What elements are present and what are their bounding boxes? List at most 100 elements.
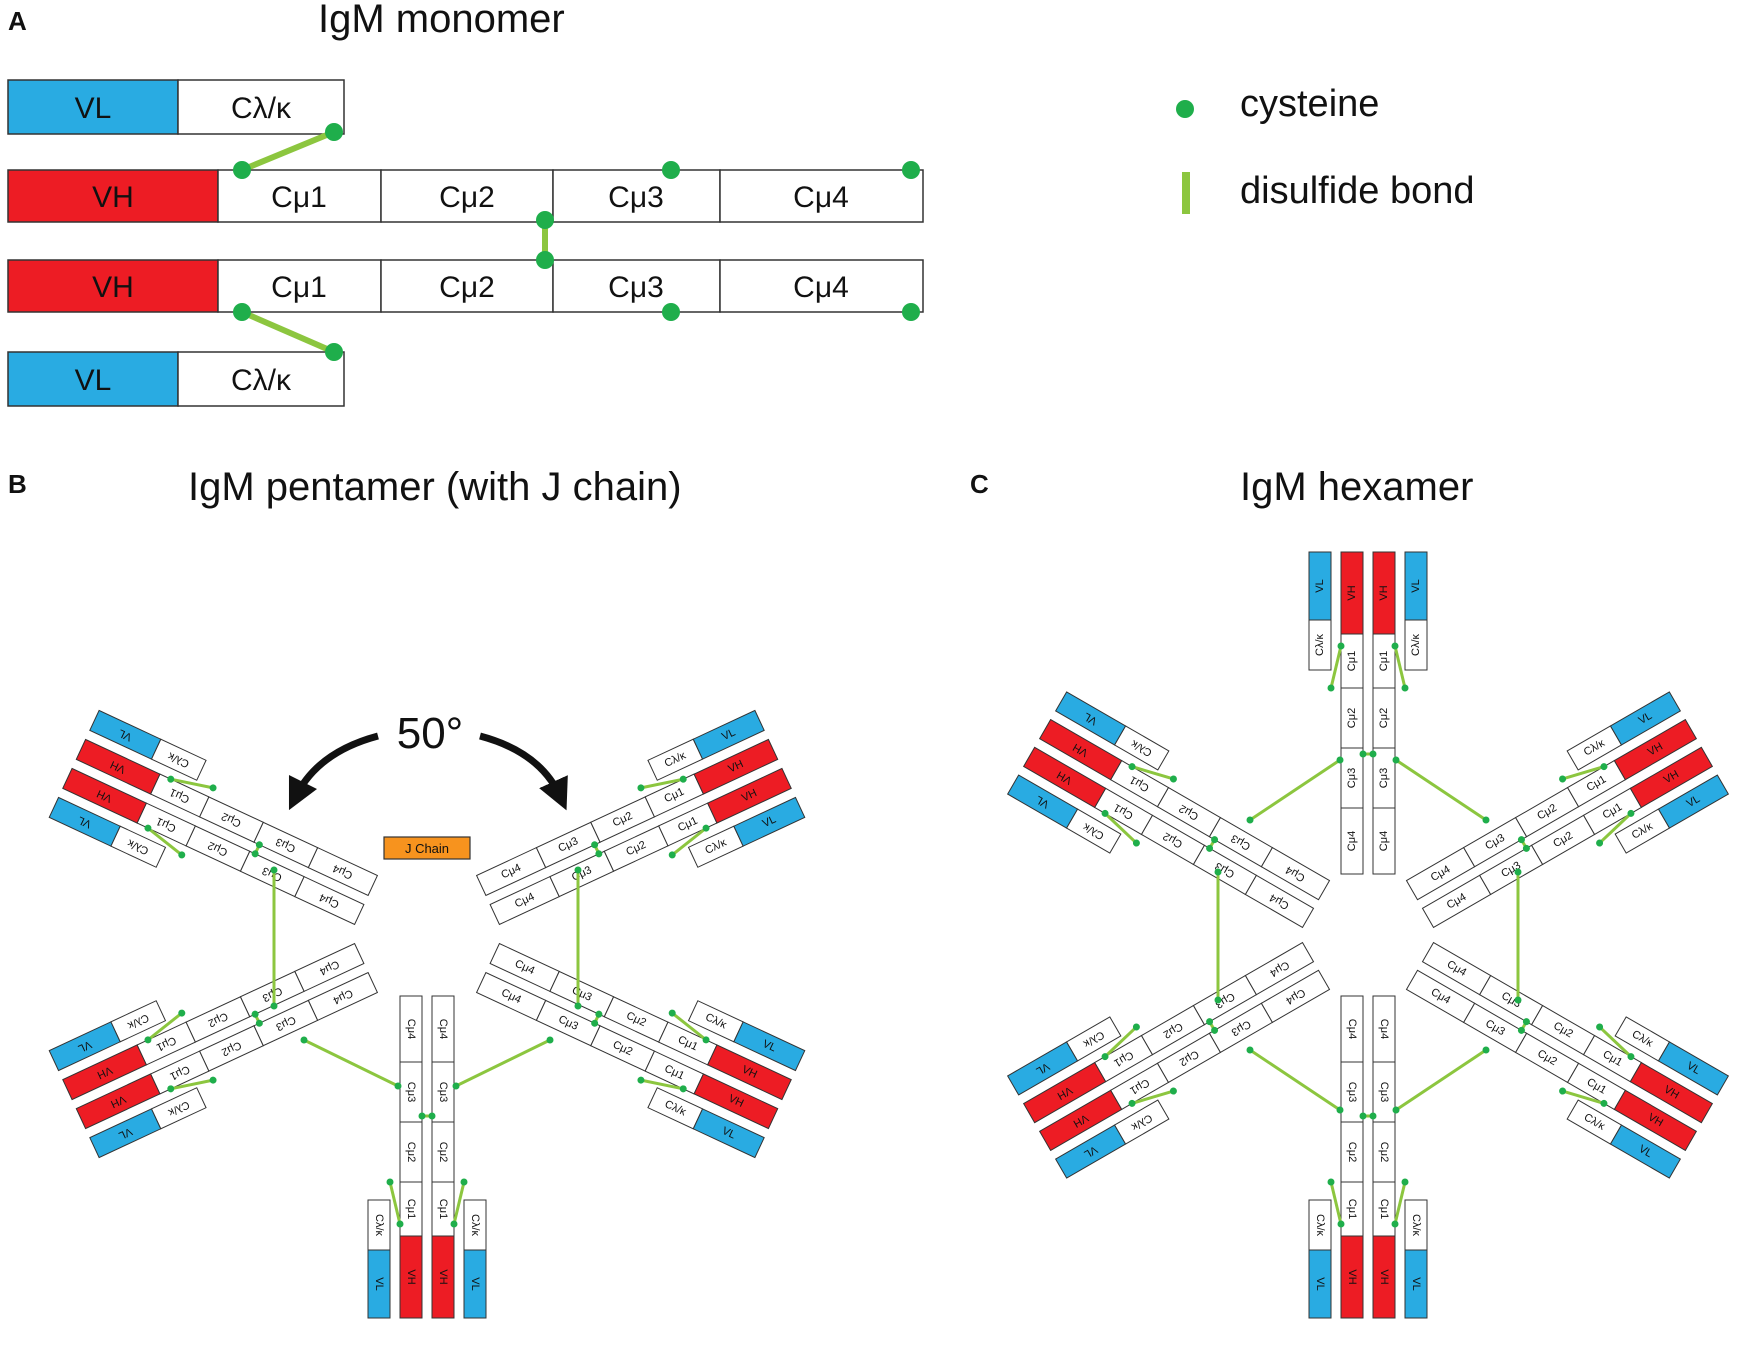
light-chain-1: VL Cλ/κ bbox=[7, 79, 345, 135]
vh-domain bbox=[693, 1073, 779, 1130]
cysteine-dot bbox=[1627, 809, 1635, 817]
vl-label: VL bbox=[720, 726, 737, 743]
vl-label: VL bbox=[76, 814, 93, 831]
cm4-label: Cμ4 bbox=[1378, 1019, 1390, 1039]
panel-b-letter: B bbox=[8, 469, 27, 499]
cysteine-dot bbox=[1482, 816, 1490, 824]
cysteine-dot bbox=[1369, 1112, 1377, 1120]
panel-c-hexamer: Cμ4Cμ3Cμ2Cμ1VHCμ4Cμ3Cμ2Cμ1VHCλ/κVLCλ/κVL… bbox=[1006, 551, 1730, 1319]
j-chain-label: J Chain bbox=[405, 841, 449, 856]
vh-domain bbox=[693, 738, 779, 795]
vh-domain bbox=[62, 767, 148, 824]
light-chain: Cλ/κVL bbox=[1404, 551, 1428, 671]
cysteine-dot bbox=[679, 775, 687, 783]
cysteine-dot bbox=[1337, 1220, 1345, 1228]
vl-label: VL bbox=[720, 1125, 737, 1142]
cysteine-dot bbox=[270, 866, 278, 874]
cm4-domain bbox=[719, 259, 924, 313]
cysteine-dot bbox=[255, 841, 263, 849]
cysteine-dot bbox=[1169, 775, 1177, 783]
disulfide-bond bbox=[1131, 1089, 1174, 1105]
cysteine-dot bbox=[1128, 763, 1136, 771]
cm4-label: Cμ4 bbox=[405, 1019, 417, 1039]
cysteine-dot bbox=[1392, 1106, 1400, 1114]
light-chain: Cλ/κVL bbox=[1054, 691, 1170, 771]
cysteine-dot bbox=[1514, 868, 1522, 876]
cysteine-dot bbox=[1596, 1023, 1604, 1031]
vl-label: VL bbox=[1034, 1060, 1052, 1077]
cysteine-dot bbox=[1391, 642, 1399, 650]
vh-domain bbox=[1038, 1089, 1123, 1152]
cm3-label: Cμ3 bbox=[608, 271, 664, 304]
light-chain: Cλ/κVL bbox=[1566, 1099, 1682, 1179]
angle-annotation: 50° bbox=[288, 709, 568, 811]
light-chain: Cλ/κVL bbox=[687, 796, 806, 868]
cysteine-dot bbox=[1206, 844, 1214, 852]
disulfide-bond bbox=[1395, 1048, 1487, 1112]
vl-label: VL bbox=[75, 364, 112, 397]
cl-label: Cλ/κ bbox=[1314, 1214, 1326, 1237]
cysteine-dot bbox=[679, 1085, 687, 1093]
vl-label: VL bbox=[1685, 793, 1703, 810]
cysteine-dot bbox=[396, 1220, 404, 1228]
cysteine-dot bbox=[300, 1036, 308, 1044]
vl-label: VL bbox=[1082, 710, 1100, 727]
vl-domain bbox=[1308, 551, 1332, 621]
cysteine-dot bbox=[209, 784, 217, 792]
cysteine-dot bbox=[1336, 756, 1344, 764]
vh-label: VH bbox=[109, 1093, 128, 1110]
disulfide-bond bbox=[1249, 1048, 1341, 1112]
cm3-label: Cμ3 bbox=[1378, 768, 1390, 788]
vh-label: VH bbox=[726, 758, 745, 775]
vl-domain bbox=[1006, 1041, 1079, 1096]
vl-domain bbox=[89, 1108, 162, 1159]
disulfide-bond bbox=[170, 777, 214, 790]
vl-domain bbox=[7, 351, 179, 407]
vh-label: VH bbox=[437, 1269, 449, 1284]
vh-label: VH bbox=[1378, 1269, 1390, 1284]
vh-label: VH bbox=[1378, 585, 1390, 600]
vl-label: VL bbox=[1685, 1060, 1703, 1077]
vl-domain bbox=[1657, 774, 1730, 829]
vl-label: VL bbox=[75, 92, 112, 125]
vl-label: VL bbox=[1410, 1277, 1422, 1290]
vh-label: VH bbox=[109, 758, 128, 775]
cysteine-dot bbox=[668, 1009, 676, 1017]
cm2-label: Cμ2 bbox=[1378, 708, 1390, 728]
vl-label: VL bbox=[1637, 1143, 1655, 1160]
cysteine-dot bbox=[702, 1036, 710, 1044]
disulfide-bond bbox=[1393, 1181, 1407, 1225]
cm4-domain bbox=[719, 169, 924, 223]
cysteine-dot bbox=[460, 1178, 468, 1186]
disulfide-bond bbox=[640, 777, 684, 790]
cysteine-dot bbox=[1600, 1099, 1608, 1107]
vh-domain bbox=[1038, 718, 1123, 781]
cm1-label: Cμ1 bbox=[1346, 1199, 1358, 1219]
vh-domain bbox=[1022, 746, 1107, 809]
cysteine-dot bbox=[595, 1010, 603, 1018]
cysteine-dot bbox=[1391, 1220, 1399, 1228]
cysteine-dot bbox=[1559, 1087, 1567, 1095]
vl-domain bbox=[692, 1108, 765, 1159]
disulfide-bond bbox=[303, 1038, 399, 1088]
vl-domain bbox=[367, 1249, 391, 1319]
cm2-domain bbox=[380, 259, 554, 313]
cysteine-dot bbox=[209, 1076, 217, 1084]
cysteine-dot bbox=[1401, 1178, 1409, 1186]
cysteine-dot bbox=[1214, 996, 1222, 1004]
cysteine-dot bbox=[233, 303, 251, 321]
cysteine-dot bbox=[325, 343, 343, 361]
cm4-label: Cμ4 bbox=[793, 271, 849, 304]
disulfide-bond bbox=[147, 826, 183, 857]
